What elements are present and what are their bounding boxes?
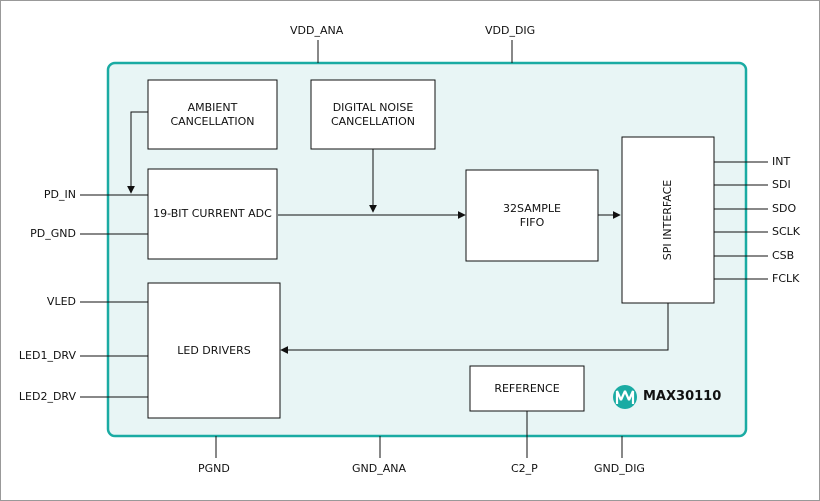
pin-vled: VLED xyxy=(46,295,76,308)
maxim-logo-icon xyxy=(613,385,637,409)
pin-csb: CSB xyxy=(772,249,795,262)
adc-box xyxy=(147,168,278,260)
pin-vdd-ana: VDD_ANA xyxy=(290,24,344,37)
pin-pd-gnd: PD_GND xyxy=(30,227,76,240)
pin-vdd-dig: VDD_DIG xyxy=(485,24,536,37)
reference-box xyxy=(469,365,585,412)
pin-fclk: FCLK xyxy=(772,272,800,285)
pin-int: INT xyxy=(772,155,791,168)
led-drivers-box xyxy=(147,282,281,419)
block-spi-interface: SPI INTERFACE xyxy=(661,179,674,261)
block-fifo: 32SAMPLE FIFO xyxy=(503,201,561,229)
block-led-drivers: LED DRIVERS xyxy=(177,343,251,357)
pin-c2-p: C2_P xyxy=(511,462,538,475)
wires xyxy=(80,40,768,458)
part-number: MAX30110 xyxy=(643,389,722,404)
pin-led2-drv: LED2_DRV xyxy=(18,390,76,403)
pin-pgnd: PGND xyxy=(198,462,230,475)
pin-sdo: SDO xyxy=(772,202,797,215)
block-adc: 19-BIT CURRENT ADC xyxy=(153,207,272,220)
block-digital-noise-cancellation: DIGITAL NOISE CANCELLATION xyxy=(330,100,416,128)
blocks xyxy=(147,79,715,419)
ambient-to-adc-arrow xyxy=(127,111,148,194)
pin-led1-drv: LED1_DRV xyxy=(18,349,76,362)
pin-pd-in: PD_IN xyxy=(43,188,76,201)
spi-box xyxy=(621,136,715,304)
digital-noise-box xyxy=(310,79,436,150)
pin-gnd-dig: GND_DIG xyxy=(594,462,645,475)
pin-sclk: SCLK xyxy=(772,225,801,238)
pin-gnd-ana: GND_ANA xyxy=(352,462,407,475)
fifo-box xyxy=(465,169,599,262)
ambient-cancellation-box xyxy=(147,79,278,150)
spi-to-led-arrow xyxy=(280,303,669,354)
block-ambient-cancellation: AMBIENT CANCELLATION xyxy=(170,100,255,128)
block-reference: REFERENCE xyxy=(494,381,560,395)
pin-sdi: SDI xyxy=(772,178,791,191)
